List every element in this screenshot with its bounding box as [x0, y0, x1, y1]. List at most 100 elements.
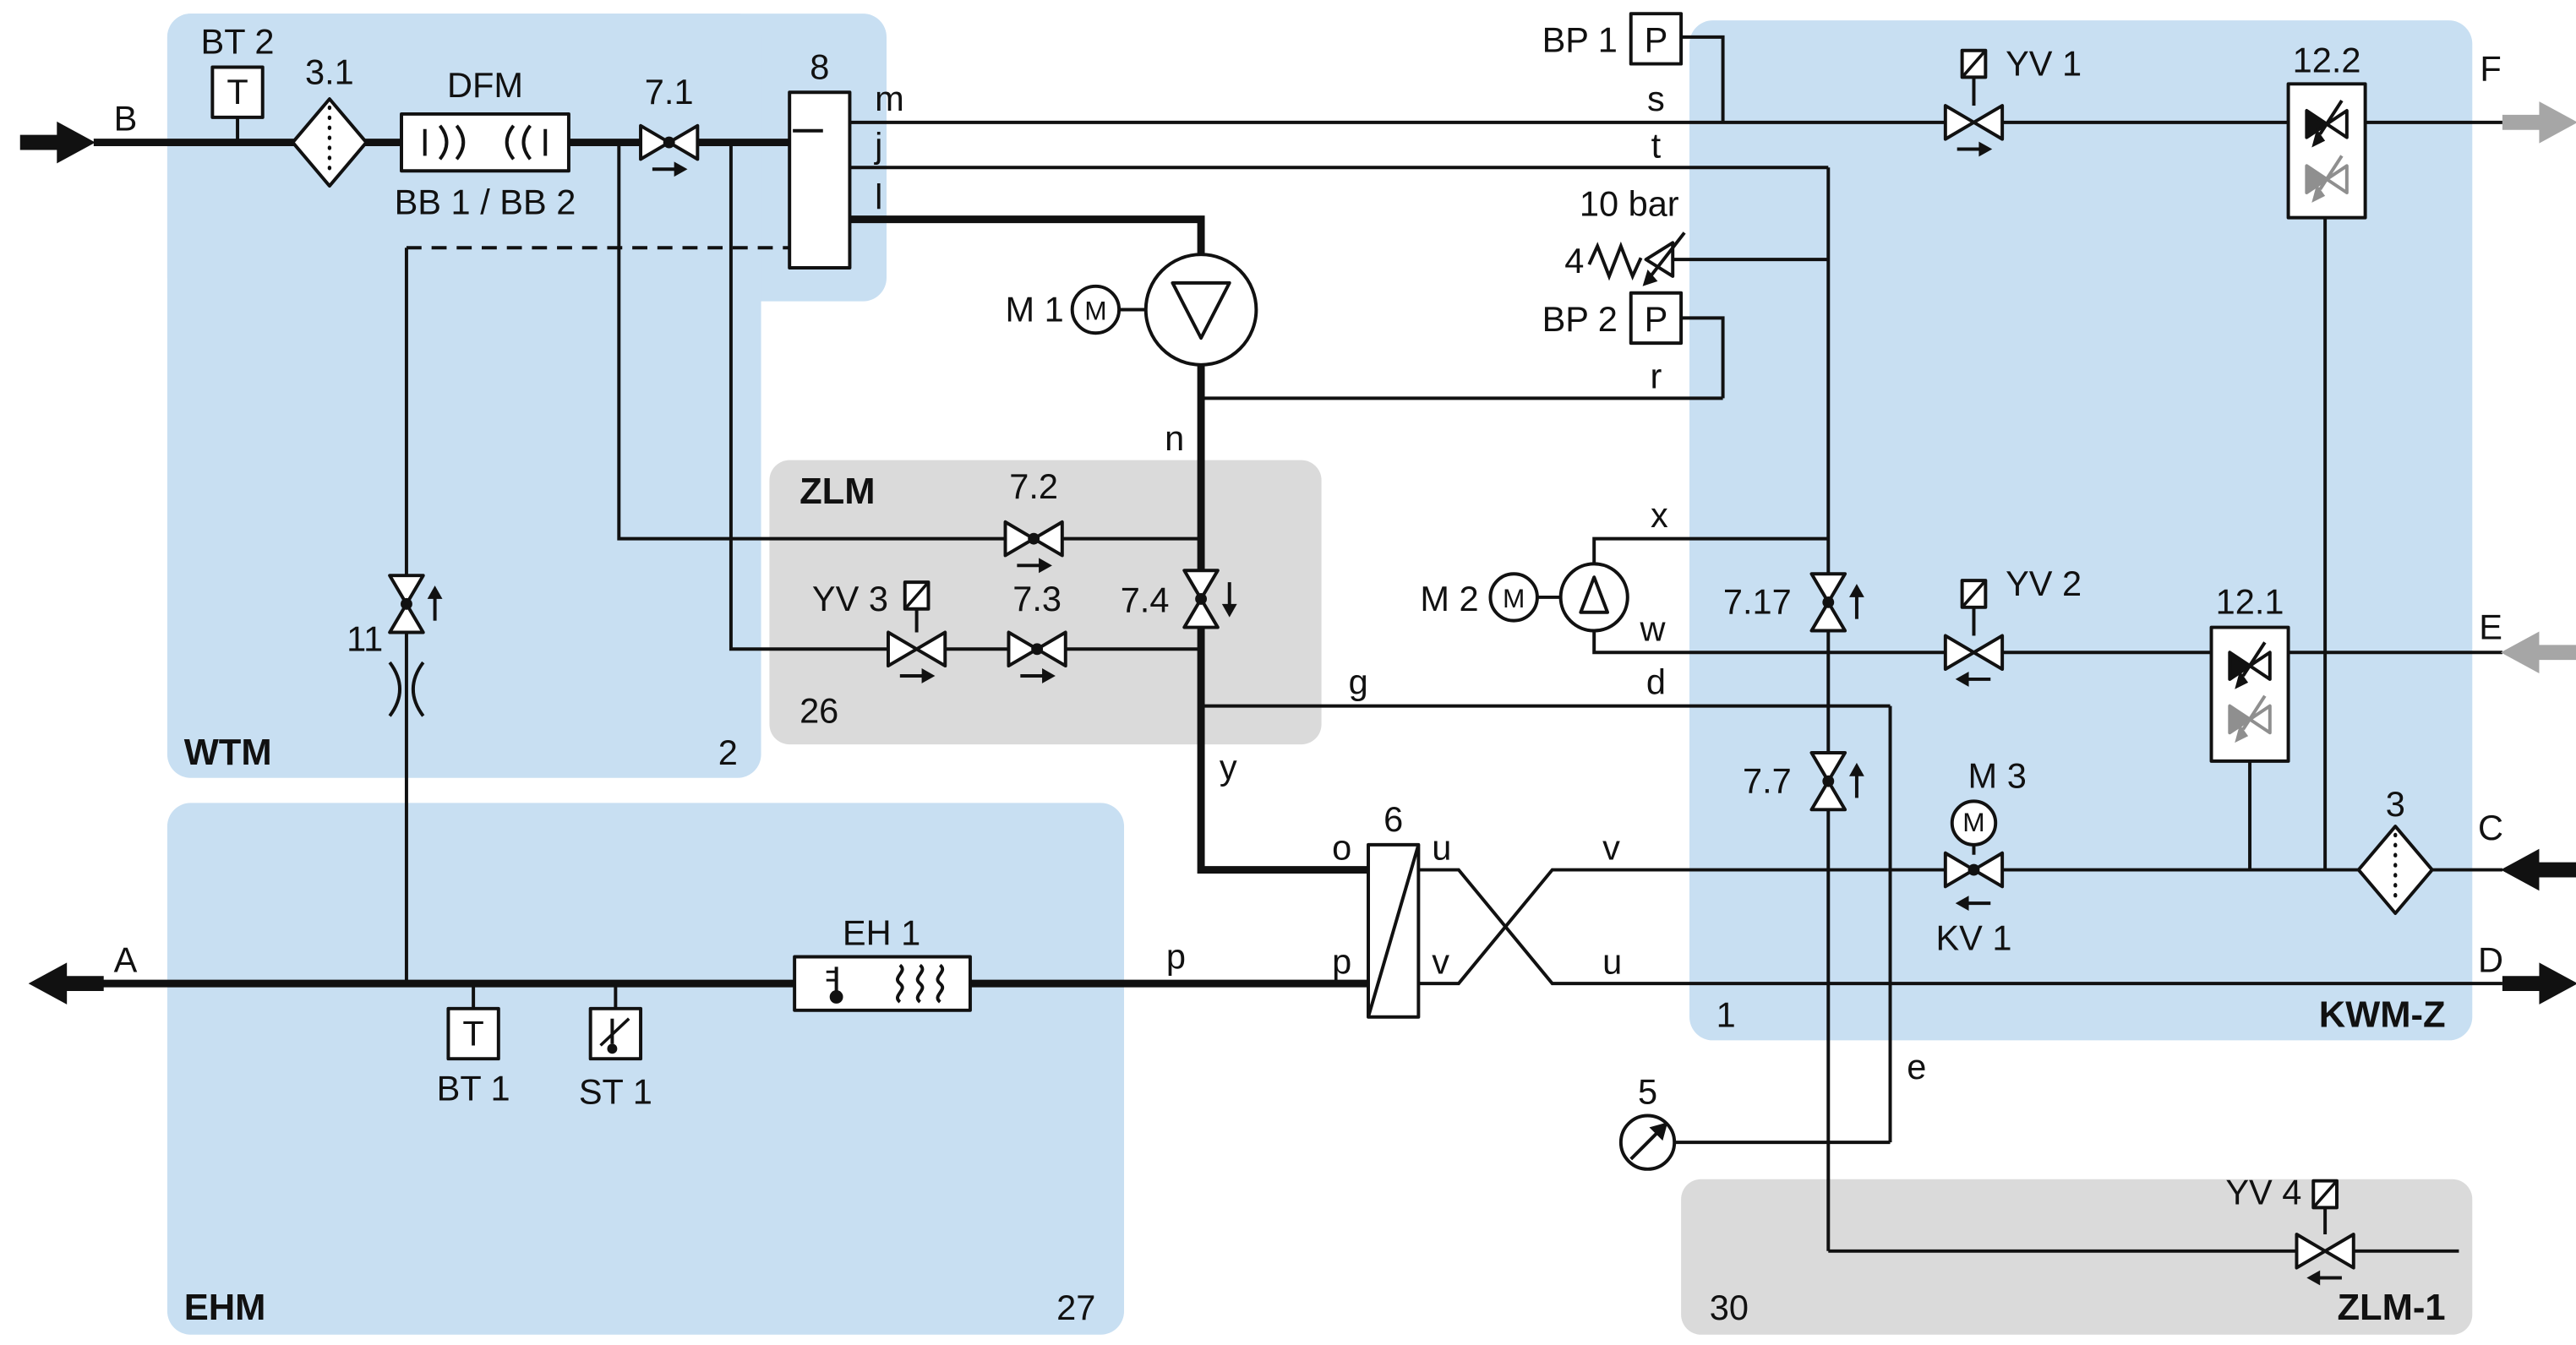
zlm1-region — [1681, 1179, 2473, 1335]
label-port-w: w — [1639, 608, 1666, 648]
label-sep-12-1: 12.1 — [2216, 582, 2284, 622]
letter-bp1: P — [1645, 20, 1668, 60]
label-wtm: WTM — [184, 732, 272, 773]
label-gauge-5: 5 — [1638, 1072, 1657, 1112]
label-valve-7-7: 7.7 — [1743, 761, 1792, 801]
letter-m3: M — [1962, 807, 1984, 837]
label-bp1: BP 1 — [1542, 20, 1618, 60]
letter-bt1: T — [462, 1013, 483, 1053]
solenoid-valve-yv2 — [1943, 579, 2005, 689]
motor-m2 — [1488, 572, 1539, 623]
kwmz-region — [1689, 20, 2473, 1041]
ehm-region — [166, 803, 1125, 1335]
pipe-separator-12-2 — [2286, 82, 2367, 220]
label-valve-7-2: 7.2 — [1009, 466, 1058, 506]
electric-heater-eh1 — [793, 955, 972, 1012]
pipe-separator-12-1 — [2209, 625, 2290, 763]
label-port-e: e — [1907, 1047, 1926, 1086]
solenoid-coil-icon — [903, 580, 931, 611]
letter-bt2: T — [226, 72, 248, 112]
labels: B A m j l n s t r x w g d y e o p p u v … — [114, 20, 2503, 1328]
label-bt2: BT 2 — [201, 22, 275, 62]
label-port-v-cross: v — [1602, 828, 1620, 868]
label-port-e-right: E — [2479, 607, 2502, 646]
label-eh1: EH 1 — [843, 913, 920, 953]
label-m1: M 1 — [1006, 289, 1064, 329]
letter-bp2: P — [1645, 299, 1668, 339]
vessel-8 — [788, 90, 852, 270]
label-port-v-hx: v — [1432, 941, 1449, 981]
inflow-c-arrow — [2500, 848, 2576, 891]
pipe-x-line — [1592, 536, 1829, 564]
motor-valve-kv1 — [1943, 799, 2005, 913]
pump-m1 — [1070, 253, 1258, 367]
label-port-u-hx: u — [1432, 828, 1451, 868]
label-yv4: YV 4 — [2225, 1172, 2301, 1212]
label-port-d: d — [1646, 662, 1666, 702]
letter-m1: M — [1084, 295, 1106, 325]
label-m2: M 2 — [1420, 579, 1478, 618]
solenoid-coil-icon — [1960, 48, 1988, 79]
label-port-f: F — [2480, 48, 2501, 88]
strainer-3-1 — [291, 97, 368, 188]
pipe-bp1-connector — [1681, 35, 1725, 123]
pipe-bp2-connector — [1681, 316, 1725, 399]
flow-meter-dfm — [400, 112, 570, 173]
label-strainer-3: 3 — [2386, 784, 2405, 824]
outflow-d-arrow — [2502, 962, 2576, 1005]
label-kwmz-number: 1 — [1716, 995, 1736, 1035]
label-port-n: n — [1165, 418, 1184, 458]
pipe-8-to-pump — [849, 215, 1205, 255]
solenoid-coil-icon — [1960, 579, 1988, 609]
label-strainer-3-1: 3.1 — [305, 52, 354, 91]
outflow-a-arrow — [28, 962, 104, 1005]
inflow-e-arrow — [2500, 631, 2576, 673]
module-regions — [166, 14, 2473, 1335]
label-dfm: DFM — [447, 65, 523, 105]
label-port-m: m — [875, 79, 904, 118]
label-valve-4: 4 — [1564, 241, 1584, 280]
label-bp2: BP 2 — [1542, 299, 1618, 339]
label-valve-7-1: 7.1 — [645, 72, 694, 112]
pipe-to-hx — [1197, 627, 1369, 874]
letter-m2: M — [1503, 583, 1525, 613]
flex-connector-icon — [388, 661, 425, 717]
label-bt1: BT 1 — [437, 1069, 510, 1108]
label-kwmz: KWM-Z — [2319, 995, 2446, 1036]
label-port-s: s — [1647, 79, 1665, 118]
label-port-a: A — [114, 939, 138, 979]
label-yv2: YV 2 — [2006, 564, 2082, 603]
zlm-region — [769, 460, 1322, 745]
inflow-b-arrow — [19, 121, 96, 164]
label-valve-11: 11 — [347, 618, 383, 658]
label-yv1: YV 1 — [2006, 43, 2082, 83]
label-port-o: o — [1332, 828, 1351, 868]
solenoid-valve-yv4 — [2295, 1179, 2355, 1288]
temp-switch-st1 — [588, 1006, 643, 1061]
label-port-p-line: p — [1166, 936, 1186, 976]
solenoid-valve-yv3 — [886, 580, 947, 685]
pipe-v-c-line — [1418, 868, 2502, 986]
label-zlm1-number: 30 — [1710, 1288, 1749, 1327]
label-valve-7-4: 7.4 — [1121, 580, 1170, 620]
motor-m3 — [1950, 799, 1998, 847]
label-port-d-right: D — [2478, 939, 2503, 979]
pressure-sensor-bp2 — [1629, 291, 1684, 346]
solenoid-coil-icon — [2311, 1179, 2339, 1210]
motor-m1 — [1070, 284, 1122, 335]
pipe-w-e-line — [1592, 630, 2502, 655]
temp-sensor-bt2 — [210, 65, 265, 119]
label-relief-setting: 10 bar — [1580, 184, 1679, 224]
label-port-t: t — [1651, 125, 1662, 165]
label-port-j: j — [873, 125, 882, 165]
label-port-y: y — [1220, 748, 1237, 787]
label-zlm-number: 26 — [800, 690, 838, 730]
label-port-l: l — [875, 177, 882, 217]
solenoid-valve-yv1 — [1943, 48, 2005, 159]
label-kv1: KV 1 — [1935, 918, 2011, 958]
label-ehm: EHM — [184, 1288, 266, 1328]
label-port-b: B — [114, 99, 138, 139]
label-port-g: g — [1349, 662, 1368, 702]
label-port-x: x — [1651, 495, 1668, 535]
